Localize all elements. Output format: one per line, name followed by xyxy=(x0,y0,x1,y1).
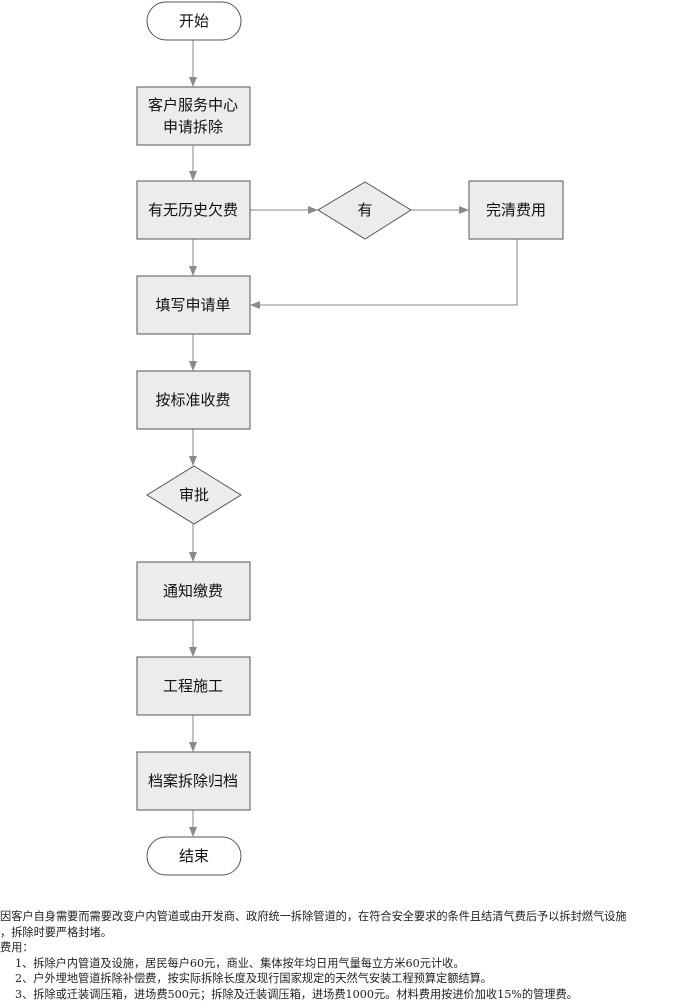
start-label: 开始 xyxy=(179,12,209,30)
end-node: 结束 xyxy=(146,836,242,876)
charge-label: 按标准收费 xyxy=(155,391,230,409)
notes-paragraph-line2: ，拆除时要严格封堵。 xyxy=(0,925,112,939)
fees-label: 费用： xyxy=(0,941,34,955)
archive-label: 档案拆除归档 xyxy=(148,772,238,790)
start-node: 开始 xyxy=(146,1,242,41)
notes-section: 因客户自身需要而需要改变户内管道或由开发商、政府统一拆除管道的，在符合安全要求的… xyxy=(0,909,700,1003)
charge-node: 按标准收费 xyxy=(136,370,251,430)
apply-label-line2: 申请拆除 xyxy=(163,118,223,136)
fee-item-1: 1、拆除户内管道及设施，居民每户60元，商业、集体按年均日用气量每立方米60元计… xyxy=(15,956,465,970)
settle-fees-node: 完清费用 xyxy=(468,180,564,240)
fill-form-node: 填写申请单 xyxy=(136,275,251,335)
apply-node: 客户服务中心 申请拆除 xyxy=(136,86,251,146)
notes-paragraph-line1: 因客户自身需要而需要改变户内管道或由开发商、政府统一拆除管道的，在符合安全要求的… xyxy=(0,910,627,923)
fee-item-3: 3、拆除或迁装调压箱，进场费500元；拆除及迁装调压箱，进场费1000元。材料费… xyxy=(15,987,578,1001)
end-label: 结束 xyxy=(179,847,209,865)
has-arrears-label: 有 xyxy=(357,201,372,219)
archive-node: 档案拆除归档 xyxy=(136,751,251,811)
arrow-settle-to-form xyxy=(250,239,518,309)
construction-label: 工程施工 xyxy=(163,677,223,695)
notify-payment-node: 通知缴费 xyxy=(136,561,251,621)
connectors xyxy=(189,40,518,837)
notify-payment-label: 通知缴费 xyxy=(163,582,223,600)
has-arrears-decision: 有 xyxy=(317,181,412,240)
apply-label-line1: 客户服务中心 xyxy=(148,96,238,114)
flowchart-canvas: 开始 客户服务中心 申请拆除 有无历史欠费 有 完清费用 填写申请单 按标准收费… xyxy=(136,1,564,876)
approval-decision: 审批 xyxy=(146,465,242,525)
arrears-check-label: 有无历史欠费 xyxy=(148,201,238,219)
fill-form-label: 填写申请单 xyxy=(155,296,230,314)
settle-fees-label: 完清费用 xyxy=(486,201,546,219)
fee-item-2: 2、户外埋地管道拆除补偿费，按实际拆除长度及现行国家规定的天然气安装工程预算定额… xyxy=(15,972,492,986)
approval-label: 审批 xyxy=(179,486,209,504)
arrears-check-node: 有无历史欠费 xyxy=(136,180,251,240)
construction-node: 工程施工 xyxy=(136,656,251,716)
